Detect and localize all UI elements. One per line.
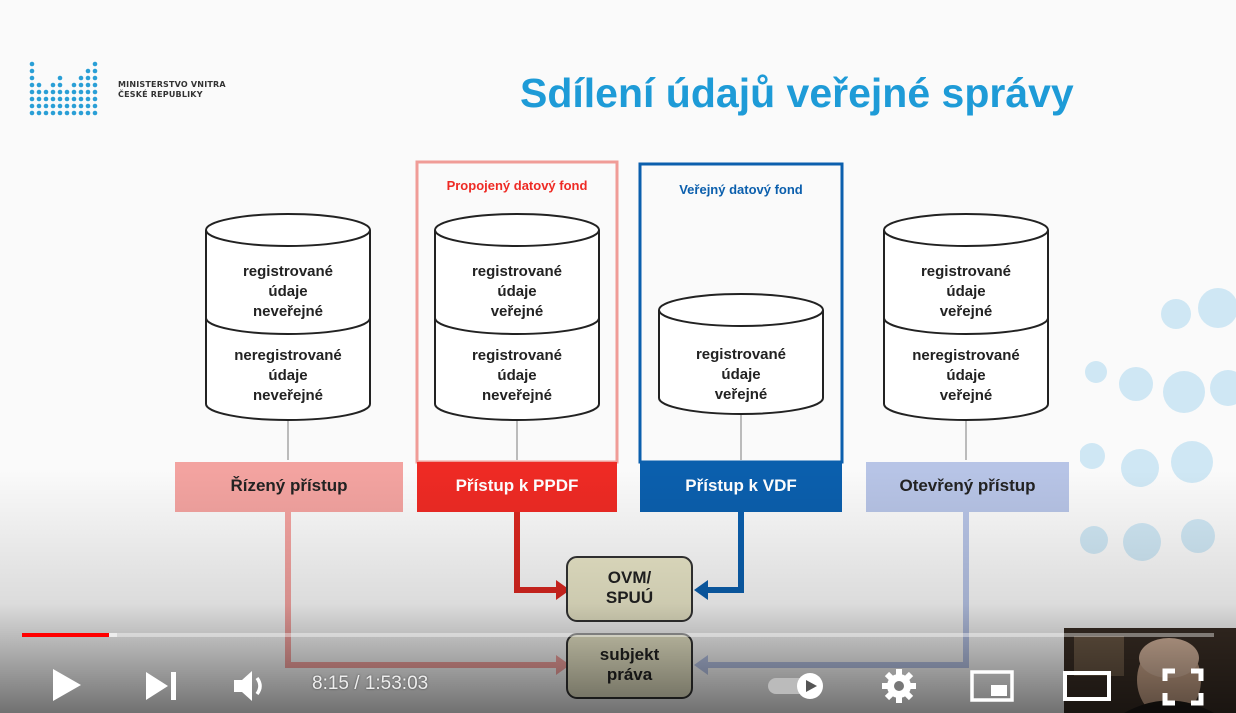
database-4 (883, 213, 1049, 421)
fullscreen-icon[interactable] (1162, 668, 1204, 706)
database-1 (205, 213, 371, 421)
time-separator: / (348, 673, 365, 694)
ppdf-frame-title: Propojený datový fond (446, 178, 588, 193)
play-icon[interactable] (50, 667, 84, 703)
duration: 1:53:03 (364, 673, 429, 694)
settings-gear-icon[interactable] (880, 667, 918, 705)
arrow-vdf (708, 512, 744, 593)
database-2 (434, 213, 600, 421)
autoplay-toggle-icon[interactable] (766, 672, 832, 700)
logo-line-2: ČESKÉ REPUBLIKY (118, 90, 203, 99)
rizeny-label: Řízený přístup (230, 476, 348, 495)
volume-icon[interactable] (232, 668, 274, 704)
logo-line-1: MINISTERSTVO VNITRA (118, 80, 226, 89)
arrow-otevreny (708, 512, 969, 668)
theater-mode-icon[interactable] (1063, 670, 1111, 702)
arrow-ppdf (514, 512, 556, 593)
time-display: 8:15 / 1:53:03 (312, 673, 428, 695)
vdf-access-label: Přístup k VDF (685, 476, 797, 495)
current-time: 8:15 (312, 673, 349, 694)
progress-bar[interactable] (22, 633, 1214, 637)
logo-text: MINISTERSTVO VNITRA ČESKÉ REPUBLIKY (118, 80, 226, 100)
database-3 (658, 293, 824, 415)
vdf-frame-title: Veřejný datový fond (679, 182, 803, 197)
ppdf-access-label: Přístup k PPDF (455, 476, 579, 495)
ovm-label: OVM/SPUÚ (605, 568, 654, 607)
next-icon[interactable] (144, 670, 180, 702)
slide-title: Sdílení údajů veřejné správy (520, 70, 1074, 116)
ministry-logo-icon (29, 61, 98, 116)
miniplayer-icon[interactable] (970, 670, 1014, 702)
otevreny-label: Otevřený přístup (899, 476, 1036, 495)
progress-played (22, 633, 110, 637)
